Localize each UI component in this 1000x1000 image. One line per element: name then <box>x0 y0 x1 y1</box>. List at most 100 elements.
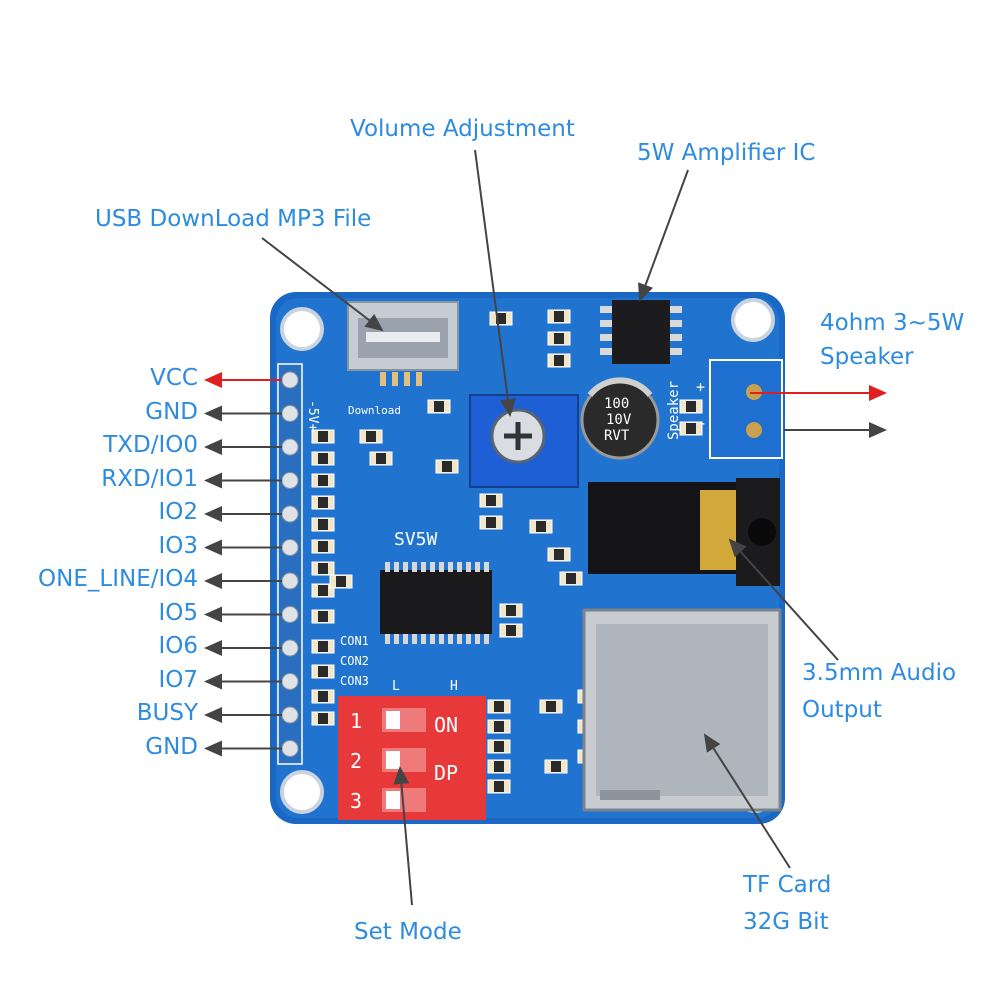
dip-on: ON <box>434 713 458 737</box>
chip-pin <box>466 634 471 644</box>
chip-pin <box>457 634 462 644</box>
con1-marking: CON1 <box>340 634 369 648</box>
smd-part <box>559 571 583 586</box>
pin-pad <box>281 371 299 389</box>
chip-pin <box>484 562 489 572</box>
smd-part <box>311 495 335 510</box>
pin-label: IO2 <box>158 499 198 525</box>
h-marking: H <box>450 679 458 694</box>
dip-num-2: 2 <box>350 749 362 773</box>
con2-marking: CON2 <box>340 654 369 668</box>
audio-label-2: Output <box>802 697 882 723</box>
chip-pin <box>448 562 453 572</box>
speaker-plus: + <box>696 378 705 396</box>
tf-label-2: 32G Bit <box>743 909 829 935</box>
mount-hole-bl <box>280 770 324 814</box>
set-mode-label: Set Mode <box>354 919 462 945</box>
chip-pin <box>448 634 453 644</box>
pin-label: IO7 <box>158 666 198 693</box>
speaker-label-2: Speaker <box>820 344 914 370</box>
smd-part <box>487 719 511 734</box>
smd-part <box>479 493 503 508</box>
pin-pad <box>281 639 299 657</box>
chip-pin <box>403 562 408 572</box>
tf-leader <box>703 733 791 869</box>
amplifier-ic <box>600 300 682 364</box>
smd-part <box>487 779 511 794</box>
volume-leader <box>474 149 516 417</box>
chip-pin <box>439 562 444 572</box>
dip-dp: DP <box>434 761 458 785</box>
smd-part <box>311 664 335 679</box>
amp-leader <box>638 169 689 302</box>
chip-pin <box>421 562 426 572</box>
chip-pin <box>412 562 417 572</box>
pin-pad <box>281 572 299 590</box>
pin-pad <box>281 472 299 489</box>
smd-part <box>311 639 335 654</box>
smd-part <box>479 515 503 530</box>
l-marking: L <box>392 679 400 694</box>
chip-pin <box>403 634 408 644</box>
pin-pad <box>281 539 299 556</box>
smd-part <box>311 689 335 704</box>
electrolytic-capacitor <box>580 377 660 460</box>
speaker-marking: Speaker <box>666 381 682 440</box>
pin-label: IO6 <box>158 633 198 659</box>
amplifier-label: 5W Amplifier IC <box>637 140 816 166</box>
pin-pad <box>281 740 299 757</box>
chip-pin <box>484 634 489 644</box>
chip-pin <box>439 634 444 644</box>
smd-part <box>529 519 553 534</box>
mount-hole-tl <box>280 307 324 351</box>
usb-leader <box>261 237 384 332</box>
con3-marking: CON3 <box>340 674 369 688</box>
chip-pin <box>457 562 462 572</box>
power-marking: -5V+ <box>305 400 320 431</box>
pin-header <box>277 363 303 765</box>
speaker-label-1: 4ohm 3~5W <box>820 310 965 336</box>
chip-pin <box>412 634 417 644</box>
audio-label-1: 3.5mm Audio <box>802 660 957 686</box>
chip-pin <box>385 634 390 644</box>
chip-pin <box>475 562 480 572</box>
smd-part <box>311 561 335 576</box>
smd-part <box>311 473 335 488</box>
pin-label: ONE_LINE/IO4 <box>38 566 198 592</box>
dip-num-3: 3 <box>350 789 362 813</box>
smd-part <box>359 429 383 444</box>
pin-pad <box>281 505 299 523</box>
tf-label-1: TF Card <box>743 872 832 898</box>
smd-part <box>311 451 335 466</box>
chip-pin <box>421 634 426 644</box>
tf-card-slot <box>582 608 782 812</box>
smd-part <box>435 459 459 474</box>
pin-pad <box>281 606 299 623</box>
setmode-leader <box>393 766 413 906</box>
smd-part <box>311 609 335 624</box>
pin-label: RXD/IO1 <box>101 465 198 492</box>
smd-part <box>489 311 513 326</box>
smd-part <box>311 539 335 554</box>
micro-usb-connector <box>347 301 459 386</box>
smd-part <box>369 451 393 466</box>
main-chip <box>380 562 492 644</box>
smd-part <box>487 699 511 714</box>
smd-part <box>547 353 571 368</box>
audio-jack <box>588 478 780 586</box>
pin-pad <box>281 706 299 724</box>
smd-part <box>311 583 335 598</box>
pin-pad <box>281 673 299 690</box>
mount-hole-tr <box>731 298 775 342</box>
smd-part <box>547 309 571 324</box>
smd-part <box>679 399 703 414</box>
pin-label: IO5 <box>158 599 198 626</box>
speaker-terminal <box>709 359 783 459</box>
model-marking: SV5W <box>394 529 438 550</box>
chip-pin <box>430 562 435 572</box>
smd-part <box>679 421 703 436</box>
download-marking: Download <box>348 404 401 417</box>
speaker-minus: - <box>698 414 707 432</box>
